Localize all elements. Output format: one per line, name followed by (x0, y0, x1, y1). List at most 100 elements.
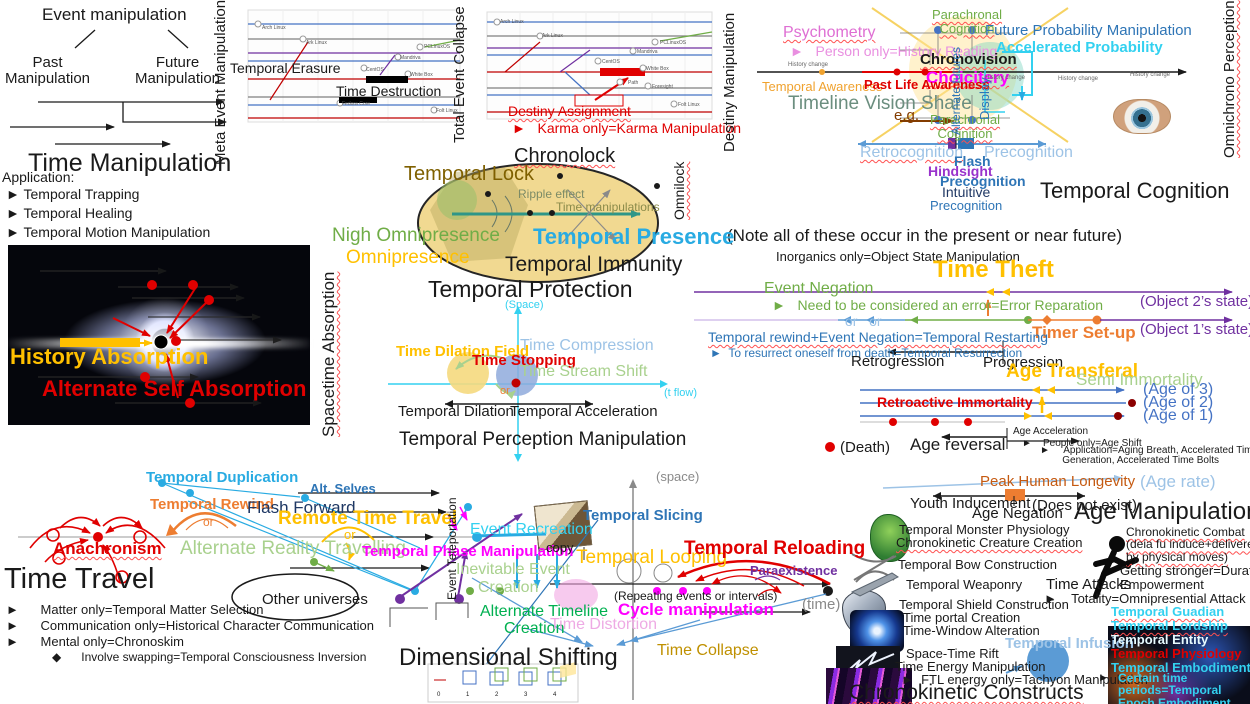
temporal-lordship: Temporal Lordship (1111, 618, 1228, 633)
eye-image (1113, 99, 1171, 134)
bullet-temporal-trapping: ► Temporal Trapping (6, 186, 140, 202)
remote-time-travel: Remote Time Travel (278, 508, 458, 529)
bullet-karma: ► Karma only=Karma Manipulation (512, 120, 742, 136)
temporal-shield-construction: Temporal Shield Construction (899, 597, 1069, 612)
temporal-slicing: Temporal Slicing (583, 507, 703, 524)
or-rewind: or (203, 515, 214, 529)
space-image (1108, 626, 1250, 704)
inevitable-creation: Creation (478, 579, 539, 596)
t2-white-box: White Box (646, 66, 669, 72)
event-recreation: Event Recreation (470, 521, 593, 538)
application-label: Application: (2, 169, 75, 185)
nigh-omnipresence: Nigh Omnipresence (332, 225, 500, 246)
intuitive-precognition: Precognition (930, 198, 1003, 213)
future-manipulation: Future Manipulation (134, 54, 221, 87)
hindsight: Hindsight (928, 163, 993, 179)
temporal-cognition-title: Temporal Cognition (1040, 178, 1230, 203)
chronokinetic-constructs-title: Chronokinetic Constructs (849, 681, 1084, 704)
retroactive-immortality: Retroactive Immortality (877, 394, 1033, 410)
alternate-self-absorption: Alternate Self Absorption (42, 376, 307, 401)
temporal-bow-construction: Temporal Bow Construction (898, 557, 1057, 572)
time-window-alteration: Time-Window Alteration (903, 623, 1040, 638)
future-probability-manipulation: Future Probability Manipulation (985, 22, 1192, 39)
dim-2: 2 (495, 692, 499, 698)
bullet-mental: ► Mental only=Chronoskim (6, 634, 184, 649)
alternate-futures-vertical: Alternate futures (949, 46, 963, 135)
temporal-restarting: Temporal rewind+Event Negation=Temporal … (708, 329, 1049, 345)
bullet-communication: ► Communication only=Historical Characte… (6, 618, 374, 633)
temporal-embodiment: Temporal Embodiment (1111, 660, 1250, 675)
timer-set-up: Timer Set-up (1032, 323, 1136, 342)
temporal-phase-manipulation: Temporal Phase Manipulation (362, 543, 574, 560)
time-collapse: Time Collapse (657, 642, 759, 659)
t2-path: Path (628, 80, 639, 86)
bullet-temporal-healing: ► Temporal Healing (6, 205, 133, 221)
event-manipulation-tree (10, 29, 227, 148)
destiny-manipulation-vertical: Destiny Manipulation (721, 12, 738, 152)
t2-centos: CentOS (602, 59, 620, 65)
portal-image (850, 610, 904, 652)
semi-immortality: Semi Immortality (1076, 370, 1203, 389)
bullet-tachyon: ► FTL energy only=Tachyon Manipulation (901, 672, 1148, 687)
inevitable-event: Inevitable Event (456, 561, 570, 578)
eg-label: e.g. (894, 107, 920, 124)
temporal-immunity: Temporal Immunity (505, 253, 683, 276)
t2-pclinuxos: PCLinuxOS (660, 40, 687, 46)
total-event-collapse-vertical: Total Event Collapse (451, 6, 468, 143)
temporal-protection-title: Temporal Protection (428, 276, 633, 302)
omnichrono-perception-vertical: Omnichrono Perception (1221, 0, 1238, 158)
flash-precognition: Precognition (940, 173, 1026, 189)
time-theft-title: Time Theft (933, 256, 1054, 283)
epoch-embodiment: Certain time periods=Temporal Epoch Embo… (1118, 671, 1231, 704)
other-universes: Other universes (262, 591, 368, 608)
history-change-3: History change (1058, 76, 1099, 82)
energy-image (826, 668, 912, 704)
intuitive: Intuitive (942, 184, 991, 200)
t2-ark-linux: Ark Linux (542, 33, 563, 39)
bullet-age-shift: ► People only=Age Shift (1022, 438, 1142, 449)
ripple-effect: Ripple effect (518, 187, 585, 201)
bullet-aging-breath: ► Application=Aging Breath, Accelerated … (1040, 445, 1250, 467)
dim-1: 1 (466, 692, 470, 698)
time-travel-title: Time Travel (4, 563, 155, 595)
omnipresence: Omnipresence (346, 247, 470, 268)
temporal-weaponry: Temporal Weaponry (906, 577, 1023, 592)
flash-label: Flash (954, 153, 991, 169)
object-1-state: (Object 1’s state) (1140, 321, 1250, 338)
bullet-error-reparation: ► Need to be considered an error=Error R… (772, 297, 1103, 313)
event-manipulation: Event manipulation (42, 5, 187, 24)
event-negation: Event Negation (764, 280, 874, 297)
history-absorption: History Absorption (10, 344, 209, 369)
t2-folt-linux: Folt Linux (678, 102, 700, 108)
t1-mandriva: Mandriva (400, 55, 421, 61)
precognition-right: Precognition (984, 144, 1073, 161)
t2-arch-linux: Arch Linux (500, 19, 524, 25)
bullet-temporal-resurrection: ► To resurrect oneself from death=Tempor… (710, 346, 1023, 360)
dim-3: 3 (524, 692, 528, 698)
age-manipulation-title: Age Manipulation (1074, 498, 1250, 525)
peak-human-longevity: Peak Human Longevity (980, 473, 1136, 490)
timeline-vision-share: Timeline Vision Share (788, 93, 972, 114)
temporal-guardian: Temporal Guadian (1111, 604, 1225, 619)
time-axis-dim: (time) (802, 596, 841, 613)
age-transferal: Age Transferal (1006, 361, 1138, 382)
history-change-4: History change (1130, 72, 1171, 78)
dimensional-shifting-title: Dimensional Shifting (399, 644, 618, 671)
inorganics-note: Inorganics only=Object State Manipulatio… (776, 249, 1020, 264)
retrocognition: Retrocognition (860, 144, 964, 161)
age-acceleration: Age Acceleration (1013, 426, 1089, 437)
space-axis-dim: (space) (656, 469, 700, 484)
parachronal-cognition-bottom: Parachronal Cognition (929, 112, 1001, 141)
age-of-2: (Age of 2) (1143, 394, 1214, 411)
t1-pclinuxos: PCLinuxOS (424, 44, 451, 50)
time-manipulation-title: Time Manipulation (28, 149, 232, 177)
psychometry: Psychometry (783, 24, 876, 41)
temporal-physiology: Temporal Physiology (1111, 646, 1242, 661)
time-stream-shift: Time Stream Shift (520, 363, 648, 380)
temporal-awareness: Temporal Awareness (762, 79, 883, 94)
bullet-matter: ► Matter only=Temporal Matter Selection (6, 602, 264, 617)
retrogression: Retrogression (851, 353, 945, 370)
temporal-monster-physiology: Temporal Monster Physiology (899, 522, 1070, 537)
time-compression: Time Compression (520, 337, 654, 354)
